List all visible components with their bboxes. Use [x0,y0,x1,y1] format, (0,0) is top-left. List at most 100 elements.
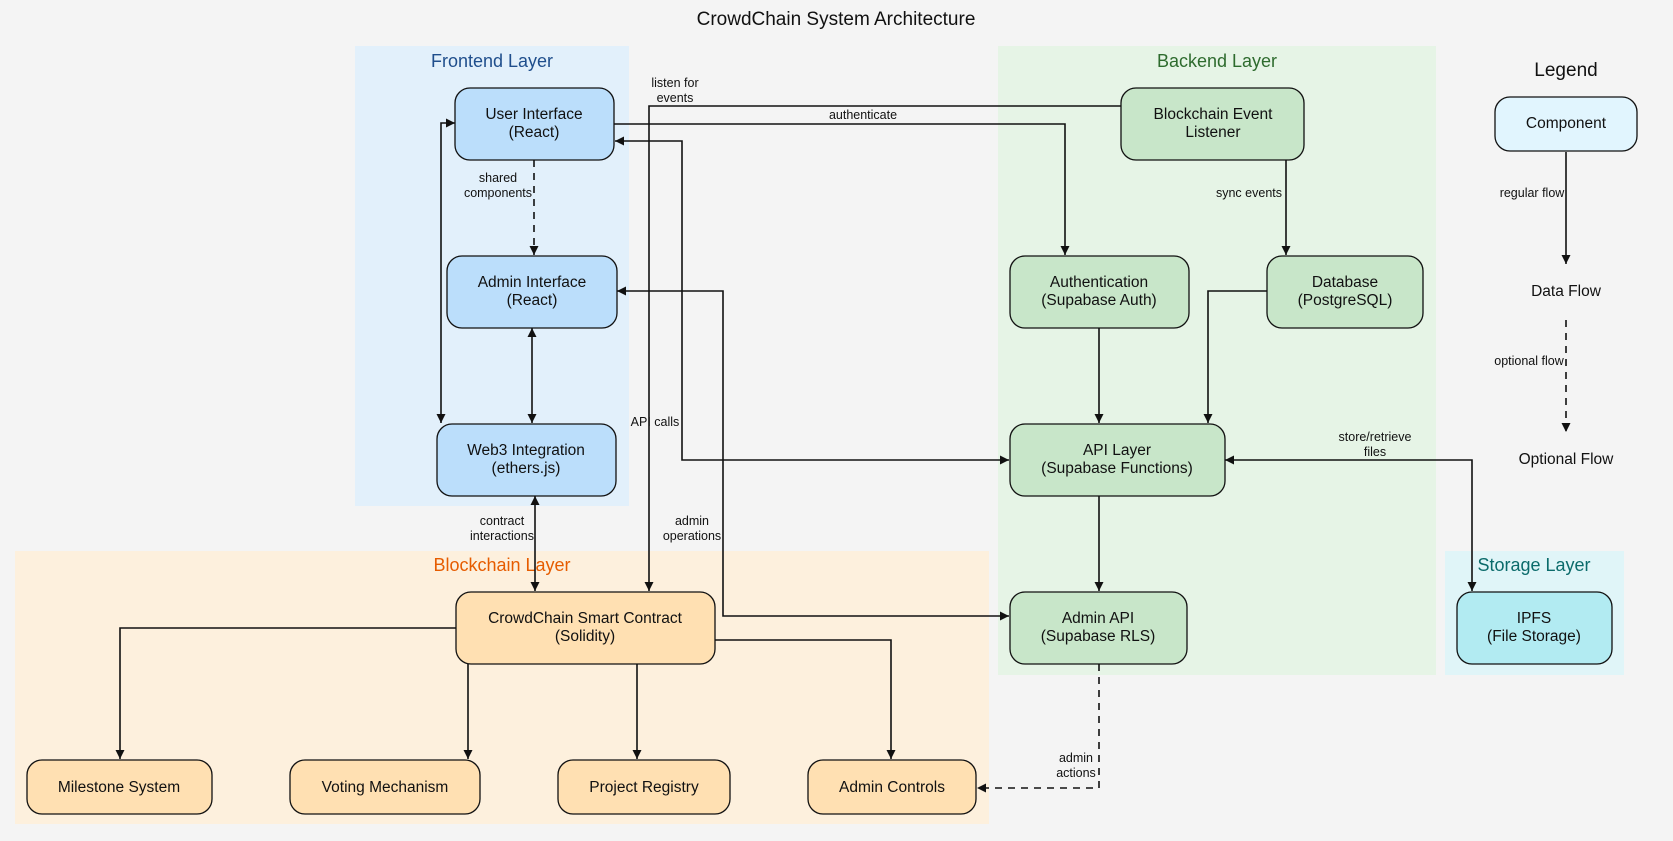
node-database-line2: (PostgreSQL) [1298,292,1393,309]
node-voting-mechanism-label: Voting Mechanism [322,779,449,796]
node-ipfs-line2: (File Storage) [1487,628,1581,645]
node-voting-mechanism-line1: Voting Mechanism [322,779,449,796]
node-ipfs-label: IPFS(File Storage) [1487,610,1581,645]
node-ipfs-line1: IPFS [1517,610,1551,627]
edge-label-contract-line1: contract [480,514,525,528]
node-authentication-label: Authentication(Supabase Auth) [1041,274,1156,309]
cluster-backend-label: Backend Layer [1157,51,1277,71]
edge-label-listen-line1: listen for [651,76,698,90]
edge-db-api [1203,290,1267,423]
edge-contract-milestone [115,627,456,759]
node-web3-integration-line2: (ethers.js) [492,460,561,477]
node-user-interface-line1: User Interface [485,106,582,123]
edge-ui-api [615,136,1009,465]
node-voting-mechanism: Voting Mechanism [289,759,481,815]
node-database-box [1266,255,1424,329]
node-admin-api: Admin API(Supabase RLS) [1009,591,1188,665]
node-smart-contract-line1: CrowdChain Smart Contract [488,610,683,627]
node-milestone-system: Milestone System [26,759,213,815]
legend-title: Legend [1534,60,1597,81]
edge-label-store-line2: files [1364,445,1386,459]
node-project-registry-box [557,759,731,815]
edge-label-admin-actions-line1: admin [1059,751,1093,765]
node-milestone-system-box [26,759,213,815]
edge-label-admin-ops-line2: operations [663,529,721,543]
edge-label-authenticate: authenticate [829,108,897,122]
edge-label-contract-line2: interactions [470,529,534,543]
node-user-interface-line2: (React) [509,124,560,141]
node-admin-api-box [1009,591,1188,665]
node-project-registry: Project Registry [557,759,731,815]
node-event-listener-box [1120,87,1305,161]
edge-label-authenticate-line1: authenticate [829,108,897,122]
node-web3-integration: Web3 Integration(ethers.js) [436,423,617,497]
edge-label-shared-line2: components [464,186,532,200]
node-authentication-line1: Authentication [1050,274,1148,291]
node-event-listener-line2: Listener [1185,124,1240,141]
node-admin-controls: Admin Controls [807,759,977,815]
nodes: User Interface(React) Admin Interface(Re… [26,87,1613,815]
node-user-interface-label: User Interface(React) [485,106,582,141]
cluster-frontend-label: Frontend Layer [431,51,553,71]
edge-label-admin-ops-line1: admin [675,514,709,528]
node-event-listener-line1: Blockchain Event [1154,106,1274,123]
edge-ui-auth [614,123,1070,255]
edge-ui-web3 [436,118,455,423]
node-milestone-system-line1: Milestone System [58,779,180,796]
node-milestone-system-label: Milestone System [58,779,180,796]
node-api-layer-line2: (Supabase Functions) [1041,460,1193,477]
node-web3-integration-label: Web3 Integration(ethers.js) [467,442,585,477]
legend: Legend Component regular flow Data Flow … [1494,60,1638,468]
legend-regular-flow-label: regular flow [1500,186,1566,200]
edge-admin-adminapi [617,286,1009,621]
legend-component-box [1494,96,1638,152]
edge-label-sync-line1: sync events [1216,186,1282,200]
node-admin-interface-line1: Admin Interface [478,274,587,291]
edge-label-shared-line1: shared [479,171,517,185]
edge-label-api-calls-line1: API calls [631,415,680,429]
edge-label-api-calls: API calls [631,415,680,429]
node-api-layer: API Layer(Supabase Functions) [1009,423,1226,497]
edge-label-sync: sync events [1216,186,1282,200]
legend-component-label: Component [1526,115,1607,132]
node-admin-interface-label: Admin Interface(React) [478,274,587,309]
node-user-interface: User Interface(React) [454,87,615,161]
node-smart-contract-label: CrowdChain Smart Contract(Solidity) [488,610,683,645]
node-smart-contract-line2: (Solidity) [555,628,615,645]
node-ipfs-box [1456,591,1613,665]
node-database-label: Database(PostgreSQL) [1298,274,1393,309]
node-admin-interface: Admin Interface(React) [446,255,618,329]
node-ipfs: IPFS(File Storage) [1456,591,1613,665]
edge-contract-controls [715,639,896,759]
node-smart-contract: CrowdChain Smart Contract(Solidity) [455,591,716,665]
node-database-line1: Database [1312,274,1378,291]
diagram-title: CrowdChain System Architecture [697,9,976,30]
node-project-registry-label: Project Registry [589,779,699,796]
node-voting-mechanism-box [289,759,481,815]
node-web3-integration-box [436,423,617,497]
node-admin-controls-line1: Admin Controls [839,779,945,796]
node-admin-controls-box [807,759,977,815]
node-api-layer-box [1009,423,1226,497]
node-admin-interface-box [446,255,618,329]
node-admin-interface-line2: (React) [507,292,558,309]
node-api-layer-label: API Layer(Supabase Functions) [1041,442,1193,477]
legend-optional-flow-node: Optional Flow [1519,451,1615,468]
cluster-blockchain-label: Blockchain Layer [433,555,570,575]
node-admin-api-line2: (Supabase RLS) [1041,628,1156,645]
node-smart-contract-box [455,591,716,665]
legend-optional-flow-label: optional flow [1494,354,1564,368]
legend-data-flow-label: Data Flow [1531,283,1602,300]
cluster-storage-label: Storage Layer [1477,555,1590,575]
node-authentication-line2: (Supabase Auth) [1041,292,1156,309]
node-admin-api-line1: Admin API [1062,610,1134,627]
node-authentication: Authentication(Supabase Auth) [1009,255,1190,329]
